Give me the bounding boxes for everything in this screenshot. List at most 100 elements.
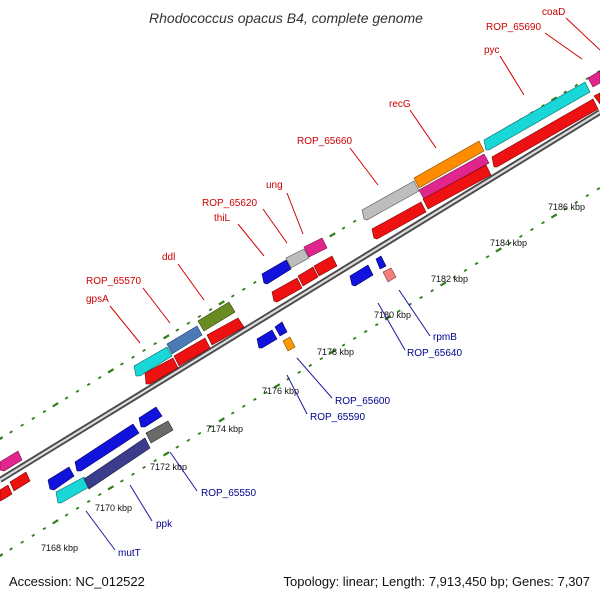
gene-arrow-lightgray-ROP_65620[interactable] (285, 248, 310, 269)
gene-arrow-red-8[interactable] (297, 266, 319, 287)
gene-arrow-blue-1[interactable] (47, 466, 75, 491)
gene-label-gpsA[interactable]: gpsA (86, 294, 109, 305)
gene-label-ROP_65640[interactable]: ROP_65640 (407, 348, 462, 359)
tick-mark-lower (352, 336, 357, 340)
gene-arrow-blue-small-2[interactable] (375, 255, 387, 270)
tick-mark-upper (131, 355, 135, 359)
gene-arrow-lightgray-ROP_65660[interactable] (361, 180, 420, 221)
tick-mark-lower (530, 227, 534, 232)
gene-arrow-magenta-coaD[interactable] (587, 70, 600, 88)
tick-mark-lower (596, 187, 600, 191)
tick-label-7170: 7170 kbp (95, 503, 132, 513)
gene-label-ROP_65660[interactable]: ROP_65660 (297, 136, 352, 147)
tick-label-7176: 7176 kbp (262, 386, 299, 396)
tick-mark-upper (341, 226, 346, 230)
genome-title: Rhodococcus opacus B4, complete genome (149, 10, 423, 26)
tick-mark-lower (186, 438, 191, 442)
tick-mark-lower (64, 513, 69, 517)
tick-mark-upper (574, 83, 579, 87)
gene-arrow-red-left1[interactable] (0, 484, 13, 502)
tick-mark-upper (120, 362, 124, 366)
gene-arrow-gray-1[interactable] (145, 420, 174, 444)
gene-label-ROP_65570[interactable]: ROP_65570 (86, 276, 141, 287)
tick-mark-lower (31, 533, 36, 537)
tick-mark-lower (52, 519, 59, 525)
gene-label-ddl[interactable]: ddl (162, 252, 175, 263)
tick-mark-upper (52, 402, 59, 408)
tick-mark-lower (463, 268, 468, 272)
gene-label-ROP_65590[interactable]: ROP_65590 (310, 412, 365, 423)
tick-mark-lower (197, 431, 202, 436)
gene-arrow-red-11[interactable] (422, 164, 492, 210)
tick-mark-lower (341, 343, 346, 347)
gene-label-thiL[interactable]: thiL (214, 213, 231, 224)
gene-label-mutT[interactable]: mutT (118, 548, 141, 559)
tick-mark-lower (97, 493, 102, 497)
tick-mark-upper (64, 396, 69, 400)
gene-label-ROP_65620[interactable]: ROP_65620 (202, 198, 257, 209)
tick-mark-lower (253, 397, 257, 402)
gene-arrow-red-10[interactable] (371, 201, 427, 240)
gene-arrow-red-pyc[interactable] (491, 98, 599, 168)
gene-arrow-magenta-left[interactable] (0, 450, 23, 472)
kbp-tick-labels: 7168 kbp 7170 kbp 7172 kbp 7174 kbp 7176… (41, 202, 585, 553)
gene-arrow-olive-ddl[interactable] (197, 301, 236, 332)
gene-label-recG[interactable]: recG (389, 99, 411, 110)
gene-arrow-slate-ppk[interactable] (83, 437, 151, 490)
gene-arrow-blue-3[interactable] (138, 406, 163, 428)
gene-arrow-orange-recG[interactable] (413, 140, 485, 189)
tick-mark-lower (75, 506, 80, 510)
tick-mark-lower (574, 200, 579, 204)
gene-label-ROP_65690[interactable]: ROP_65690 (486, 22, 541, 33)
gene-arrow-blue-ROP_65590[interactable] (256, 329, 278, 349)
gene-arrow-red-7[interactable] (271, 277, 303, 303)
genome-summary: Topology: linear; Length: 7,913,450 bp; … (284, 574, 590, 589)
gene-label-ppk[interactable]: ppk (156, 519, 173, 530)
tick-mark-lower (86, 499, 91, 504)
tick-mark-upper (97, 376, 102, 380)
gene-arrow-red-left2[interactable] (9, 471, 31, 492)
gene-arrow-magenta-2[interactable] (418, 153, 490, 200)
tick-mark-upper (42, 410, 47, 414)
tick-mark-upper (20, 423, 24, 427)
gene-arrow-pink-rpmB[interactable] (382, 267, 397, 283)
gene-arrow-red-9[interactable] (313, 255, 338, 277)
gene-features (0, 70, 600, 504)
tick-mark-lower (175, 445, 180, 449)
gene-arrow-steel-ROP_65570[interactable] (166, 325, 203, 355)
tick-mark-lower (20, 540, 24, 544)
tick-mark-lower (162, 451, 170, 457)
gene-arrow-red-right[interactable] (593, 92, 600, 105)
tick-mark-upper (563, 90, 567, 94)
gene-arrow-magenta-ung[interactable] (303, 237, 328, 258)
gene-label-rpmB[interactable]: rpmB (433, 332, 457, 343)
gene-arrow-red-4[interactable] (144, 357, 179, 385)
tick-mark-upper (107, 368, 115, 374)
gene-arrow-orange-ROP_65600[interactable] (282, 336, 296, 352)
gene-arrow-cyan-gpsA[interactable] (133, 346, 173, 377)
tick-mark-lower (273, 383, 281, 389)
gene-arrow-red-5[interactable] (173, 337, 211, 367)
tick-mark-upper (153, 342, 157, 346)
gene-label-pyc[interactable]: pyc (484, 45, 500, 56)
gene-arrow-blue-2[interactable] (74, 423, 140, 472)
gene-arrow-cyan-pyc[interactable] (483, 81, 591, 151)
tick-mark-upper (0, 436, 4, 441)
gene-label-ROP_65600[interactable]: ROP_65600 (335, 396, 390, 407)
tick-mark-upper (230, 294, 235, 298)
tick-label-7178: 7178 kbp (317, 347, 354, 357)
gene-label-ung[interactable]: ung (266, 180, 283, 191)
tick-mark-lower (439, 281, 447, 287)
gene-arrow-blue-small-1[interactable] (274, 321, 288, 337)
gene-arrow-cyan-mutT[interactable] (55, 476, 90, 504)
tick-mark-upper (197, 314, 202, 319)
gene-arrow-red-6[interactable] (206, 317, 245, 346)
gene-arrow-blue-ROP_65640[interactable] (349, 264, 374, 287)
tick-mark-lower (131, 472, 135, 476)
tick-mark-upper (31, 416, 36, 420)
gene-labels-red: gpsA ROP_65570 ddl thiL ROP_65620 ung RO… (86, 7, 565, 305)
gene-label-ROP_65550[interactable]: ROP_65550 (201, 488, 256, 499)
gene-arrow-blue-thiL[interactable] (261, 259, 292, 285)
gene-label-coaD[interactable]: coaD (542, 7, 565, 18)
tick-mark-lower (297, 370, 302, 374)
